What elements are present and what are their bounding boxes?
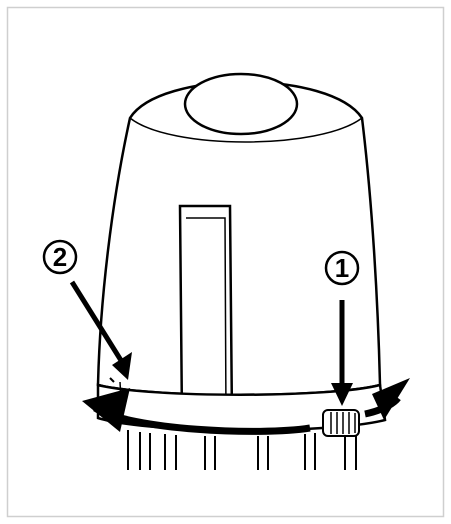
rotation-arrow-left xyxy=(82,388,311,435)
callout-2-label: 2 xyxy=(53,242,67,272)
actuator-body xyxy=(96,72,382,396)
rotation-arrow-right xyxy=(364,378,410,420)
callout-1-label: 1 xyxy=(335,253,349,283)
callout-1: 1 xyxy=(324,250,360,286)
page-border xyxy=(6,6,445,518)
top-window xyxy=(183,72,299,136)
callout-2: 2 xyxy=(42,239,78,275)
pointer-arrow-1 xyxy=(331,300,353,406)
pointer-arrow-2 xyxy=(69,280,132,380)
indicator-slot xyxy=(178,204,234,422)
lock-tab xyxy=(322,409,360,437)
